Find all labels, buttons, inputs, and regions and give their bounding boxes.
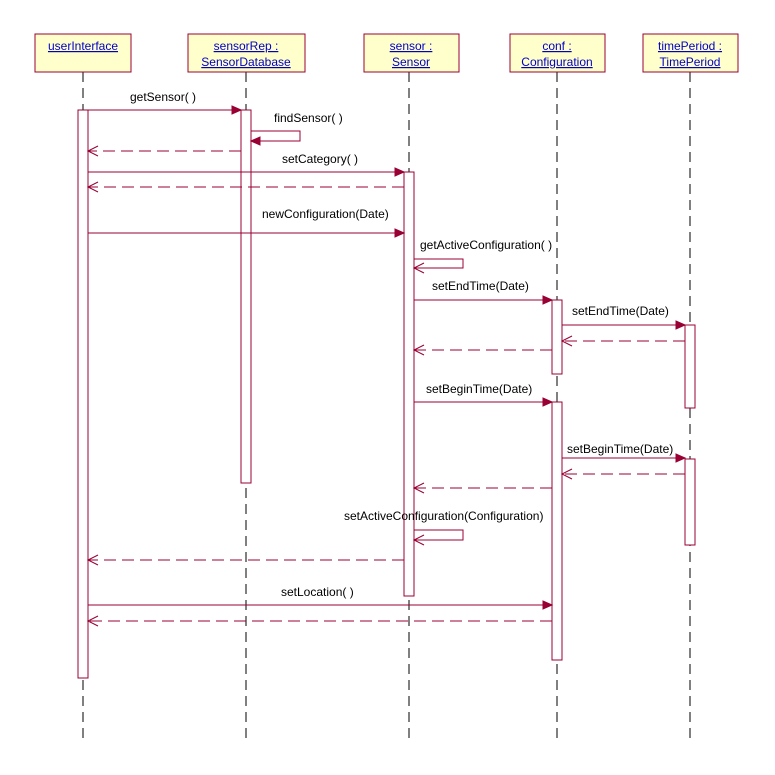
message-label: findSensor( ) (274, 111, 343, 125)
message-newconfiguration[interactable]: newConfiguration(Date) (88, 207, 406, 238)
activations (77, 109, 696, 679)
object-box (34, 33, 132, 73)
object-conf[interactable]: conf : Configuration (509, 33, 606, 73)
object-name-line2: TimePeriod (660, 55, 721, 69)
message-findsensor[interactable]: findSensor( ) (249, 111, 343, 146)
message-return-7[interactable] (86, 554, 404, 566)
message-setactiveconfiguration[interactable]: setActiveConfiguration(Configuration) (344, 509, 543, 546)
arrowhead-icon (675, 320, 687, 330)
message-return-8[interactable] (86, 615, 552, 627)
object-name-line1: sensorRep : (214, 39, 279, 53)
arrowhead-icon (542, 397, 554, 407)
message-label: getActiveConfiguration( ) (420, 238, 552, 252)
open-arrowhead-icon (86, 145, 99, 157)
message-label: setEndTime(Date) (572, 304, 669, 318)
message-setbegintime-2[interactable]: setBeginTime(Date) (562, 442, 687, 463)
message-setendtime-2[interactable]: setEndTime(Date) (562, 304, 687, 330)
open-arrowhead-icon (412, 482, 425, 494)
open-arrowhead-icon (86, 181, 99, 193)
object-box (509, 33, 606, 73)
object-name-line1: timePeriod : (658, 39, 722, 53)
open-arrowhead-icon (560, 468, 573, 480)
object-ui[interactable]: userInterface (34, 33, 132, 73)
object-name-line1: sensor : (390, 39, 433, 53)
message-return-5[interactable] (560, 468, 685, 480)
activation-rep (240, 109, 252, 484)
arrowhead-icon (542, 295, 554, 305)
self-call-line (251, 130, 301, 142)
object-box (363, 33, 460, 73)
message-setcategory[interactable]: setCategory( ) (88, 152, 406, 177)
object-rep[interactable]: sensorRep : SensorDatabase (187, 33, 306, 73)
object-tp[interactable]: timePeriod : TimePeriod (642, 33, 739, 73)
activation-tp-1 (684, 324, 696, 409)
message-label: setBeginTime(Date) (426, 382, 532, 396)
message-getactiveconfiguration[interactable]: getActiveConfiguration( ) (412, 238, 552, 274)
object-box (187, 33, 306, 73)
message-label: setEndTime(Date) (432, 279, 529, 293)
open-arrowhead-icon (86, 554, 99, 566)
message-setbegintime-1[interactable]: setBeginTime(Date) (414, 382, 554, 407)
activation-tp-2 (684, 458, 696, 546)
open-arrowhead-icon (560, 335, 573, 347)
activation-conf-1 (551, 299, 563, 375)
arrowhead-icon (231, 105, 243, 115)
object-name-line2: SensorDatabase (201, 55, 291, 69)
message-label: getSensor( ) (130, 90, 196, 104)
message-return-1[interactable] (86, 145, 241, 157)
activation-conf-2 (551, 401, 563, 661)
message-setendtime-1[interactable]: setEndTime(Date) (414, 279, 554, 305)
message-label: setCategory( ) (282, 152, 358, 166)
open-arrowhead-icon (412, 262, 425, 274)
message-label: setActiveConfiguration(Configuration) (344, 509, 543, 523)
object-name-line2: Sensor (392, 55, 430, 69)
object-name-line1: userInterface (48, 39, 118, 53)
object-box (642, 33, 739, 73)
activation-ui (77, 109, 89, 679)
message-label: setBeginTime(Date) (567, 442, 673, 456)
message-return-4[interactable] (412, 344, 552, 356)
arrowhead-icon (394, 228, 406, 238)
open-arrowhead-icon (412, 534, 425, 546)
message-getsensor[interactable]: getSensor( ) (88, 90, 243, 115)
arrowhead-icon (542, 600, 554, 610)
message-label: setLocation( ) (281, 585, 354, 599)
message-return-3[interactable] (560, 335, 685, 347)
arrowhead-icon (249, 136, 261, 146)
arrowhead-icon (394, 167, 406, 177)
object-name-line1: conf : (542, 39, 571, 53)
object-sensor[interactable]: sensor : Sensor (363, 33, 460, 73)
message-return-2[interactable] (86, 181, 404, 193)
arrowhead-icon (675, 453, 687, 463)
activation-sensor (403, 171, 415, 597)
self-call-line (414, 258, 464, 269)
open-arrowhead-icon (86, 615, 99, 627)
message-return-6[interactable] (412, 482, 552, 494)
self-call-line (414, 529, 464, 541)
message-label: newConfiguration(Date) (262, 207, 389, 221)
object-name-line2: Configuration (521, 55, 592, 69)
message-setlocation[interactable]: setLocation( ) (88, 585, 554, 610)
open-arrowhead-icon (412, 344, 425, 356)
